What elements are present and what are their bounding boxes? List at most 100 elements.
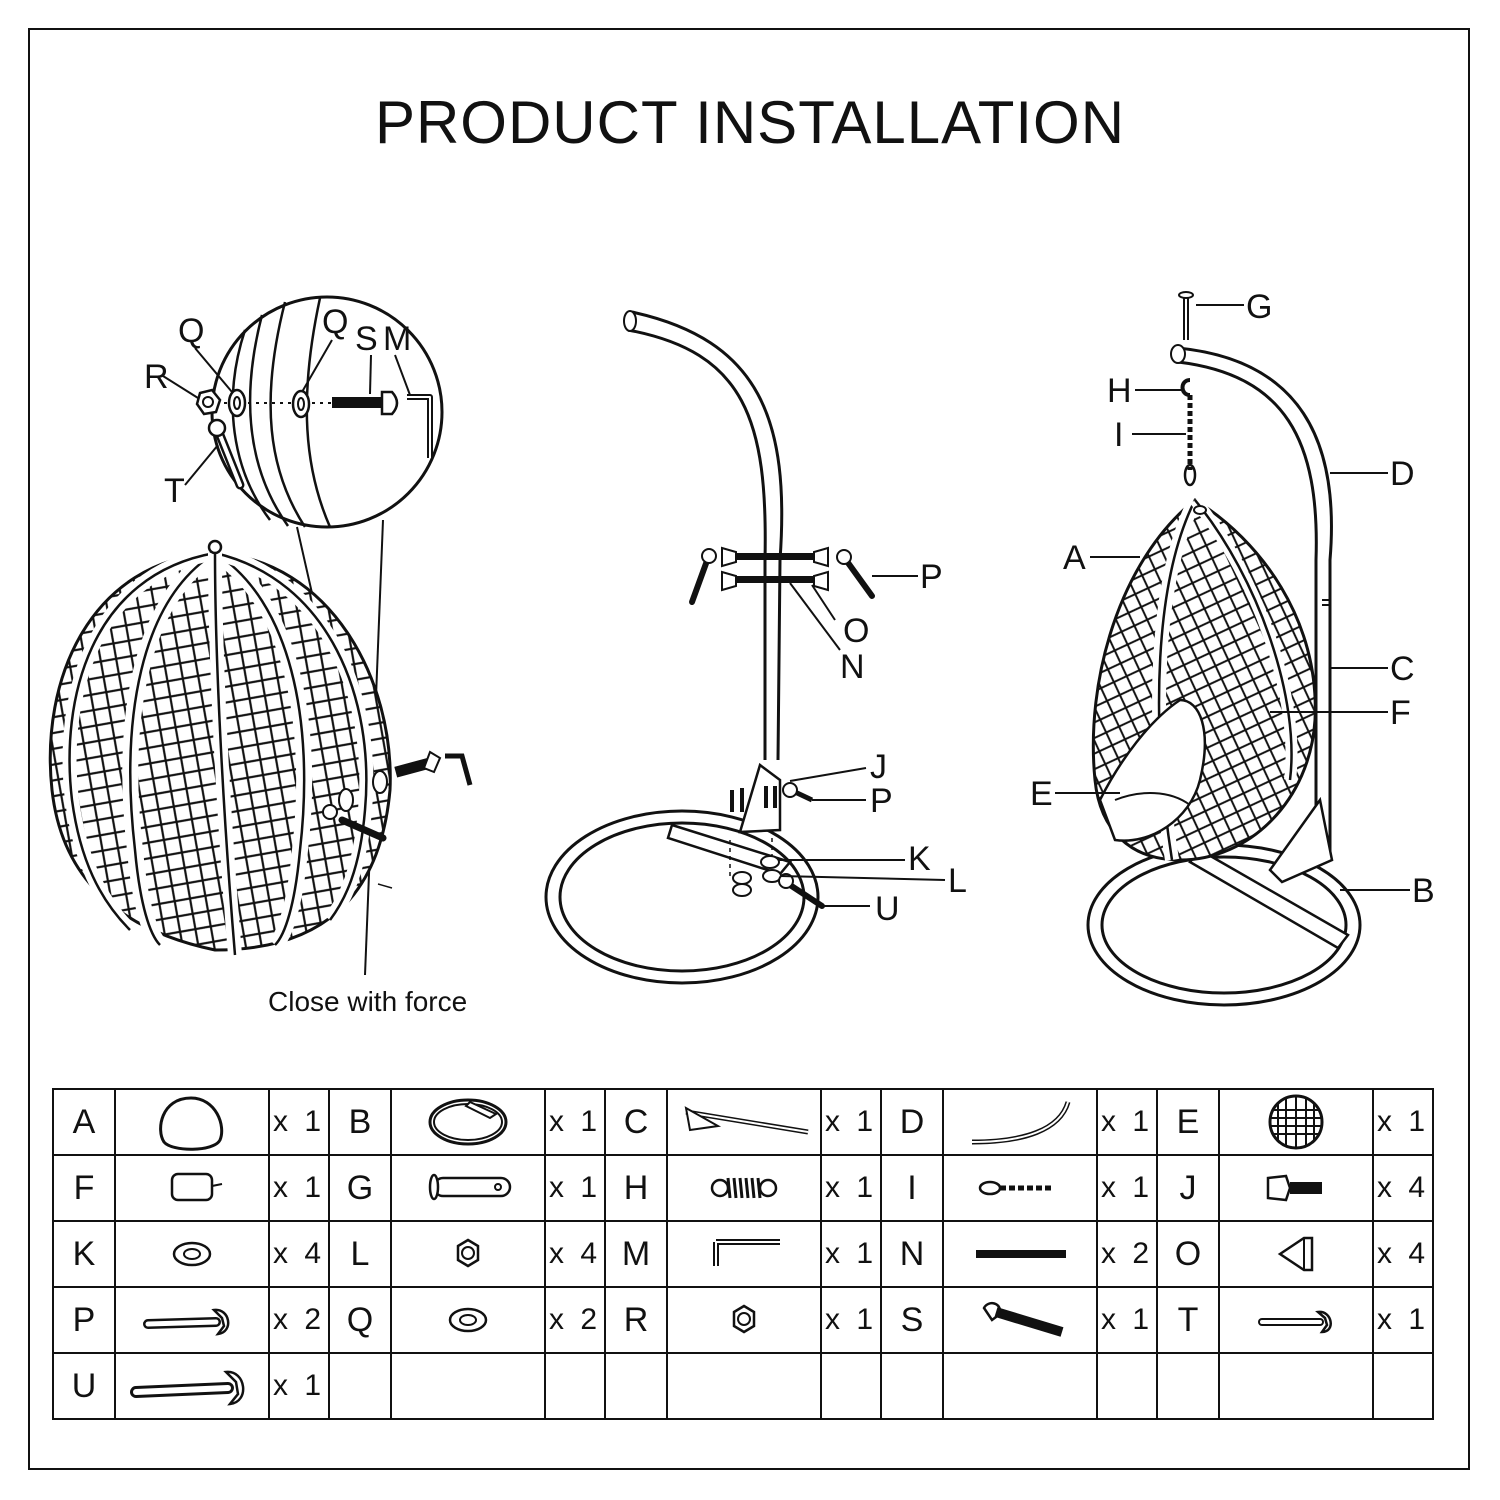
part-icon-cell bbox=[666, 1088, 822, 1156]
part-letter: G bbox=[328, 1154, 392, 1222]
part-icon-cell bbox=[1218, 1088, 1374, 1156]
part-letter: L bbox=[328, 1220, 392, 1288]
part-icon-cell bbox=[390, 1154, 546, 1222]
part-letter: N bbox=[880, 1220, 944, 1288]
part-icon-cell bbox=[942, 1154, 1098, 1222]
empty-cell bbox=[820, 1352, 882, 1420]
part-quantity: x 1 bbox=[544, 1088, 606, 1156]
caption-close-with-force: Close with force bbox=[268, 986, 467, 1017]
part-letter: R bbox=[604, 1286, 668, 1354]
part-icon-cell bbox=[114, 1286, 270, 1354]
part-icon-cell bbox=[666, 1286, 822, 1354]
label-B: B bbox=[1412, 872, 1435, 910]
part-quantity: x 2 bbox=[1096, 1220, 1158, 1288]
label-K: K bbox=[908, 840, 931, 878]
part-letter: P bbox=[52, 1286, 116, 1354]
part-quantity: x 4 bbox=[268, 1220, 330, 1288]
washer-icon bbox=[448, 1307, 488, 1333]
page-border bbox=[28, 28, 1470, 1470]
spring-icon bbox=[710, 1177, 778, 1199]
label-A: A bbox=[1063, 539, 1086, 577]
label-R: R bbox=[144, 358, 169, 396]
part-icon-cell bbox=[666, 1154, 822, 1222]
part-letter: M bbox=[604, 1220, 668, 1288]
empty-cell bbox=[880, 1352, 944, 1420]
part-letter: H bbox=[604, 1154, 668, 1222]
label-O: O bbox=[843, 612, 869, 650]
empty-cell bbox=[1156, 1352, 1220, 1420]
part-quantity: x 2 bbox=[544, 1286, 606, 1354]
label-C: C bbox=[1390, 650, 1415, 688]
part-quantity: x 1 bbox=[268, 1154, 330, 1222]
zoom-detail-circle bbox=[195, 295, 444, 529]
step2-diagram: P O N J P K L U bbox=[544, 310, 967, 985]
part-quantity: x 1 bbox=[1096, 1088, 1158, 1156]
label-D: D bbox=[1390, 455, 1415, 493]
part-letter: U bbox=[52, 1352, 116, 1420]
part-quantity: x 1 bbox=[268, 1088, 330, 1156]
nut-icon bbox=[456, 1238, 480, 1268]
pillow-icon bbox=[170, 1172, 223, 1202]
empty-cell bbox=[604, 1352, 668, 1420]
part-letter: F bbox=[52, 1154, 116, 1222]
label-F: F bbox=[1390, 694, 1411, 732]
part-letter: K bbox=[52, 1220, 116, 1288]
part-icon-cell bbox=[390, 1220, 546, 1288]
installation-diagrams: Q R Q S M T bbox=[48, 288, 1435, 1017]
part-quantity: x 1 bbox=[268, 1352, 330, 1420]
part-icon-cell bbox=[942, 1088, 1098, 1156]
part-icon-cell bbox=[114, 1154, 270, 1222]
label-J: J bbox=[870, 748, 887, 786]
cushion-icon bbox=[1268, 1094, 1324, 1150]
label-I: I bbox=[1114, 416, 1123, 454]
part-quantity: x 1 bbox=[820, 1220, 882, 1288]
label-G: G bbox=[1246, 288, 1272, 326]
part-letter: C bbox=[604, 1088, 668, 1156]
part-icon-cell bbox=[1218, 1220, 1374, 1288]
part-icon-cell bbox=[666, 1220, 822, 1288]
part-icon-cell bbox=[942, 1220, 1098, 1288]
empty-cell bbox=[1096, 1352, 1158, 1420]
part-letter: Q bbox=[328, 1286, 392, 1354]
step1-diagram: Q R Q S M T bbox=[48, 295, 473, 1017]
lower-pole-icon bbox=[684, 1106, 809, 1135]
chain-icon bbox=[978, 1180, 1054, 1196]
part-quantity: x 4 bbox=[1372, 1154, 1434, 1222]
part-icon-cell bbox=[114, 1220, 270, 1288]
part-letter: B bbox=[328, 1088, 392, 1156]
part-icon-cell bbox=[114, 1352, 270, 1420]
pin-icon bbox=[428, 1173, 512, 1201]
part-quantity: x 1 bbox=[544, 1154, 606, 1222]
label-P: P bbox=[920, 558, 943, 596]
part-quantity: x 1 bbox=[1372, 1088, 1434, 1156]
large-wrench-icon bbox=[130, 1370, 245, 1406]
part-quantity: x 4 bbox=[1372, 1220, 1434, 1288]
label-M: M bbox=[383, 320, 411, 358]
label-P: P bbox=[870, 782, 893, 820]
label-Q: Q bbox=[178, 312, 204, 350]
part-quantity: x 4 bbox=[544, 1220, 606, 1288]
label-U: U bbox=[875, 890, 900, 928]
empty-cell bbox=[666, 1352, 822, 1420]
curved-upper-pole-icon bbox=[971, 1101, 1071, 1145]
label-L: L bbox=[948, 862, 967, 900]
nut-icon bbox=[732, 1304, 756, 1334]
round-head-bolt-icon bbox=[982, 1301, 1064, 1337]
allen-key-icon bbox=[713, 1239, 780, 1266]
part-letter: I bbox=[880, 1154, 944, 1222]
part-icon-cell bbox=[390, 1286, 546, 1354]
part-letter: D bbox=[880, 1088, 944, 1156]
label-N: N bbox=[840, 648, 865, 686]
washer-icon bbox=[172, 1241, 212, 1267]
hex-bolt-icon bbox=[1266, 1174, 1322, 1202]
step3-diagram: G H I D A C F E B bbox=[1030, 288, 1435, 1007]
threaded-rod-icon bbox=[976, 1250, 1066, 1258]
part-icon-cell bbox=[1218, 1286, 1374, 1354]
label-T: T bbox=[164, 472, 185, 510]
label-S: S bbox=[355, 320, 378, 358]
empty-cell bbox=[1372, 1352, 1434, 1420]
